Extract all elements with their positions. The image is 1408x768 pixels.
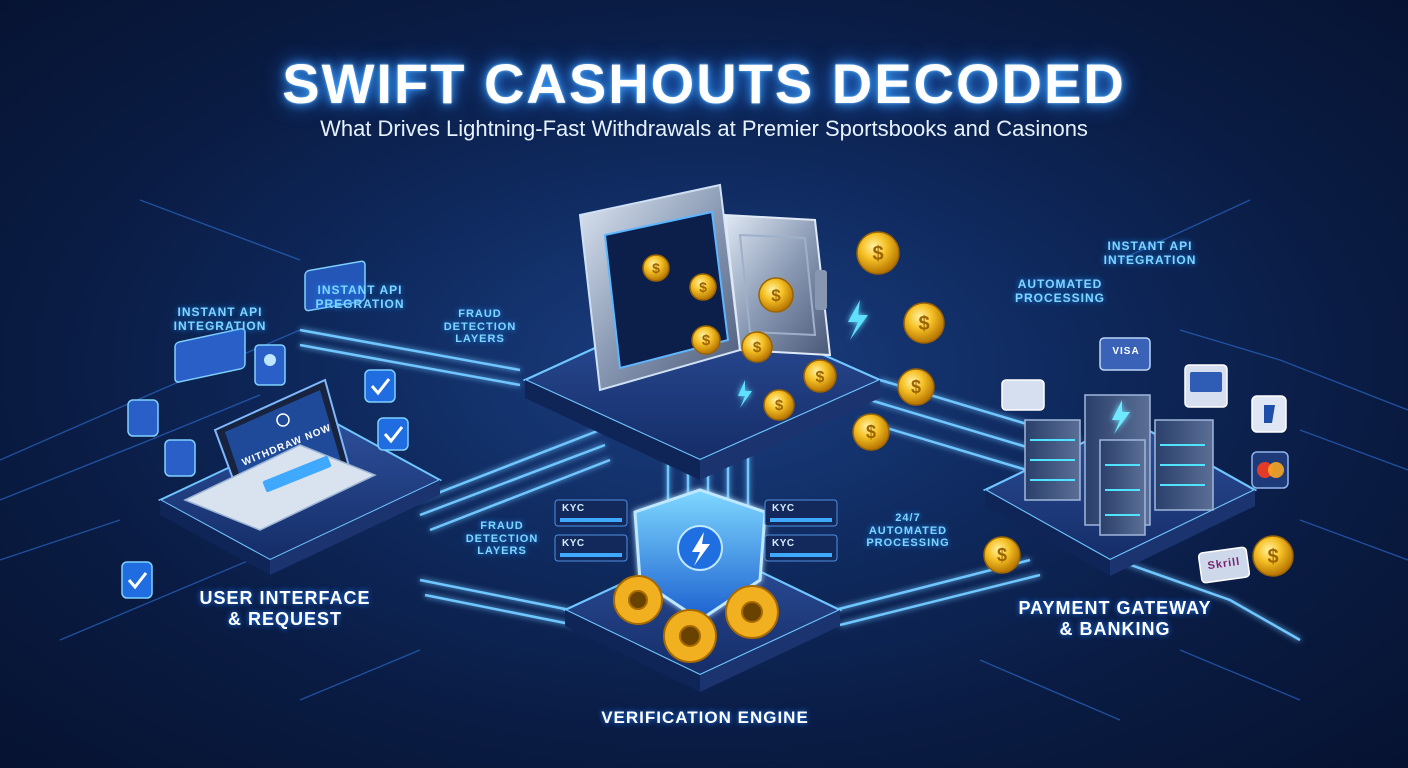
- svg-text:$: $: [866, 422, 876, 442]
- coin-icon: $: [903, 302, 945, 344]
- page-title: SWIFT CASHOUTS DECODED: [282, 52, 1126, 115]
- coin-icon: $: [691, 325, 721, 355]
- laptop: [183, 378, 377, 531]
- skrill-card: [1197, 546, 1251, 584]
- callout-instant-api-left: INSTANT API INTEGRATION: [173, 305, 267, 333]
- callout-fraud-top: FRAUD DETECTION LAYERS: [443, 308, 517, 346]
- svg-text:$: $: [911, 377, 921, 397]
- svg-text:$: $: [652, 260, 660, 276]
- callout-instant-api-pregration: INSTANT API PREGRATION: [315, 283, 405, 311]
- coin-icon: $: [856, 231, 900, 275]
- circuit-traces: [0, 199, 1408, 721]
- coin-icon: $: [983, 536, 1021, 574]
- lightning-bolts: [738, 300, 868, 408]
- kyc-label: KYC: [772, 538, 795, 549]
- coin-icon: $: [763, 389, 795, 421]
- coin-icon: $: [803, 359, 837, 393]
- kyc-label: KYC: [772, 503, 795, 514]
- svg-text:$: $: [997, 545, 1007, 565]
- callout-instant-api-right: INSTANT API INTEGRATION: [1103, 239, 1197, 267]
- section-payment: PAYMENT GATEWAY & BANKING: [1018, 598, 1212, 639]
- vault: [578, 183, 832, 392]
- coin-icon: $: [689, 273, 717, 301]
- coins: $ $ $ $ $ $ $ $ $ $ $ $ $: [642, 231, 1294, 577]
- floating-ui-cards-left: [121, 260, 409, 599]
- callout-automated-right: AUTOMATED PROCESSING: [1014, 277, 1105, 305]
- visa-label: VISA: [1112, 346, 1140, 357]
- check-icon-3: [121, 561, 153, 599]
- svg-text:$: $: [699, 279, 707, 295]
- svg-text:$: $: [816, 369, 825, 386]
- section-user-interface: USER INTERFACE & REQUEST: [199, 588, 371, 629]
- visa-card: [1099, 337, 1151, 371]
- section-verification: VERIFICATION ENGINE: [601, 708, 809, 727]
- callout-fraud-mid: FRAUD DETECTION LAYERS: [465, 520, 539, 558]
- svg-text:$: $: [702, 332, 711, 349]
- callout-automated-mid: 24/7 AUTOMATED PROCESSING: [866, 512, 950, 550]
- svg-text:$: $: [753, 339, 762, 356]
- check-icon-2: [377, 417, 409, 451]
- info-icon: [276, 413, 290, 427]
- page-subtitle: What Drives Lightning-Fast Withdrawals a…: [320, 116, 1088, 141]
- svg-text:$: $: [1267, 546, 1278, 568]
- check-icon: [364, 369, 396, 403]
- svg-text:$: $: [872, 243, 883, 265]
- svg-text:$: $: [775, 397, 784, 414]
- svg-text:$: $: [918, 313, 929, 335]
- gears: [613, 575, 779, 663]
- kyc-label: KYC: [562, 538, 585, 549]
- svg-text:$: $: [771, 286, 781, 305]
- kyc-progress-bars: [554, 499, 838, 562]
- coin-icon: $: [758, 277, 794, 313]
- payment-cards: [1001, 337, 1289, 584]
- coin-icon: $: [852, 413, 890, 451]
- coin-icon: $: [741, 331, 773, 363]
- coin-icon: $: [1252, 535, 1294, 577]
- kyc-label: KYC: [562, 503, 585, 514]
- coin-icon: $: [897, 368, 935, 406]
- coin-icon: $: [642, 254, 670, 282]
- withdraw-button[interactable]: [262, 455, 332, 493]
- servers: [1024, 394, 1214, 536]
